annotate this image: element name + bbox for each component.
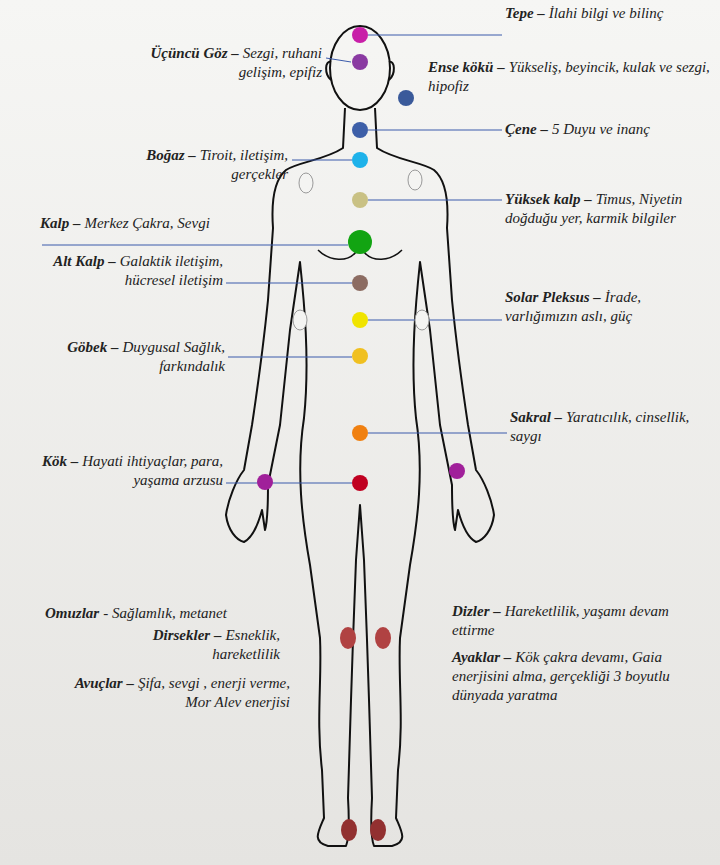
label-text: Merkez Çakra, Sevgi [84,215,209,231]
chakra-label: Yüksek kalp –Timus, Niyetin doğduğu yer,… [505,190,710,228]
label-heading: Omuzlar [45,605,99,621]
chakra-label: Tepe –İlahi bilgi ve bilinç [505,4,710,23]
label-heading: Sakral – [510,409,562,425]
label-text: Duygusal Sağlık, farkındalık [123,339,226,374]
label-text: Esneklik, hareketlilik [212,627,280,662]
chakra-label: Çene –5 Duyu ve inanç [505,120,710,139]
label-heading: Boğaz – [146,147,196,163]
chakra-label: Omuzlar- Sağlamlık, metanet [45,604,295,623]
label-text: Şifa, sevgi , enerji verme, Mor Alev ene… [138,675,290,710]
label-heading: Tepe – [505,5,545,21]
chakra-dots [257,27,465,841]
chakra-label: Dizler –Hareketlilik, yaşamı devam ettir… [452,602,710,640]
label-heading: Üçüncü Göz – [150,45,238,61]
chakra-label: Üçüncü Göz –Sezgi, ruhani gelişim, epifi… [100,44,322,82]
label-text: Sezgi, ruhani gelişim, epifiz [239,45,322,80]
chakra-label: Göbek – Duygusal Sağlık, farkındalık [20,338,225,376]
chakra-label: Sakral –Yaratıcılık, cinsellik, saygı [510,408,710,446]
chakra-label: Alt Kalp –Galaktik iletişim, hücresel il… [28,252,223,290]
label-heading: Dirsekler – [153,627,222,643]
label-heading: Ense kökü – [428,59,505,75]
label-heading: Çene – [505,121,548,137]
label-heading: Solar Pleksus – [505,289,601,305]
label-text: Tiroit, iletişim, gerçekler [200,147,288,182]
label-heading: Ayaklar – [452,649,511,665]
chakra-label: Kalp –Merkez Çakra, Sevgi [40,214,300,233]
label-text: Galaktik iletişim, hücresel iletişim [120,253,223,288]
label-heading: Göbek – [67,339,118,355]
label-text: Hayati ihtiyaçlar, para, yaşama arzusu [82,453,223,488]
chakra-label: Dirsekler –Esneklik, hareketlilik [120,626,280,664]
chakra-label: Ense kökü –Yükseliş, beyincik, kulak ve … [428,58,710,96]
chakra-label: Boğaz –Tiroit, iletişim, gerçekler [100,146,288,184]
label-heading: Kalp – [40,215,80,231]
label-text: - Sağlamlık, metanet [103,605,227,621]
chakra-label: Kök –Hayati ihtiyaçlar, para, yaşama arz… [28,452,223,490]
label-heading: Dizler – [452,603,501,619]
leader-lines [42,35,507,483]
label-heading: Avuçlar – [75,675,134,691]
chakra-label: Avuçlar –Şifa, sevgi , enerji verme, Mor… [55,674,290,712]
label-heading: Kök – [42,453,78,469]
chakra-label: Ayaklar –Kök çakra devamı, Gaia enerjisi… [452,648,710,705]
label-text: 5 Duyu ve inanç [552,121,650,137]
chakra-label: Solar Pleksus –İrade, varlığımızın aslı,… [505,288,710,326]
label-heading: Alt Kalp – [53,253,116,269]
label-text: İlahi bilgi ve bilinç [549,5,664,21]
label-heading: Yüksek kalp – [505,191,592,207]
